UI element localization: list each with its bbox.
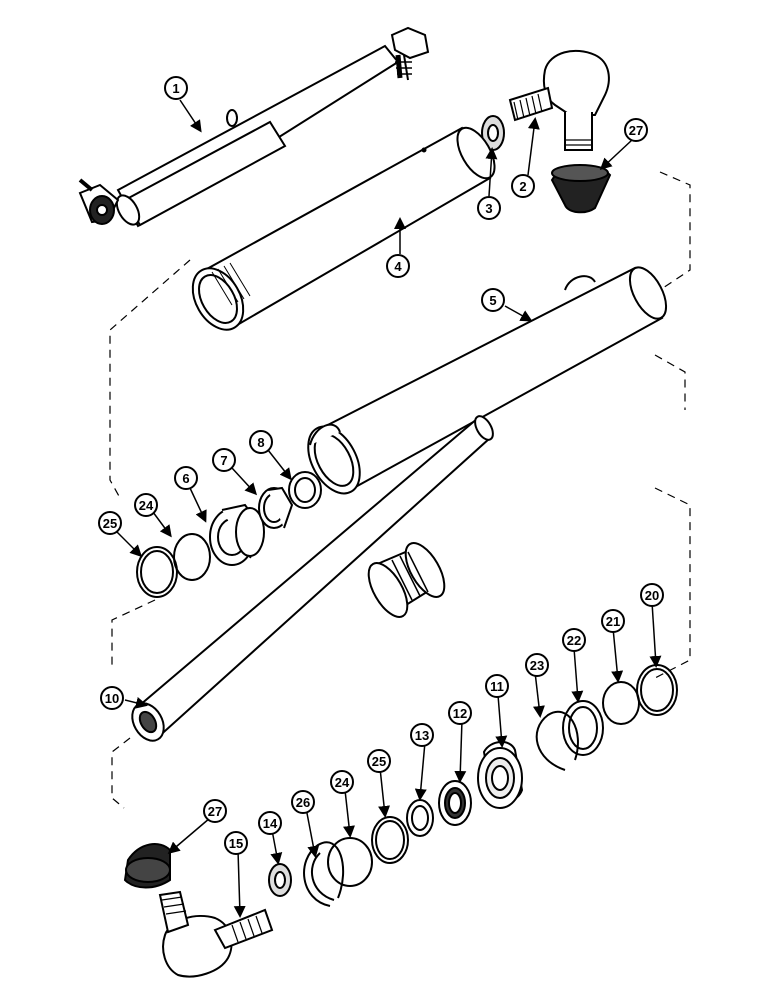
- callout-1: 1: [164, 76, 188, 100]
- part-6-gland: [209, 503, 265, 566]
- callout-8: 8: [249, 430, 273, 454]
- svg-text:5: 5: [489, 293, 496, 308]
- callout-27-lower: 27: [203, 799, 227, 823]
- svg-text:3: 3: [485, 201, 492, 216]
- assembly-outline-2: [111, 354, 686, 668]
- callout-20: 20: [640, 583, 664, 607]
- part-12-seal: [438, 780, 472, 826]
- svg-text:25: 25: [372, 754, 386, 769]
- svg-text:12: 12: [453, 706, 467, 721]
- assembly-outline-1: [109, 171, 691, 499]
- part-27-boot-upper: [550, 164, 612, 214]
- part-13-ring: [406, 799, 434, 837]
- part-15-rod-end: [158, 890, 274, 978]
- part-8-seal: [288, 471, 322, 509]
- svg-text:2: 2: [519, 179, 526, 194]
- callout-2: 2: [511, 174, 535, 198]
- part-27-boot-lower: [123, 843, 171, 889]
- svg-text:13: 13: [415, 728, 429, 743]
- callout-3: 3: [477, 196, 501, 220]
- part-24-backup-ring-upper: [173, 533, 211, 581]
- svg-text:4: 4: [394, 259, 402, 274]
- part-23-snap-ring: [535, 710, 579, 771]
- callout-21: 21: [601, 609, 625, 633]
- callout-27-upper: 27: [624, 118, 648, 142]
- callout-11: 11: [485, 674, 509, 698]
- svg-text:24: 24: [335, 775, 350, 790]
- svg-text:20: 20: [645, 588, 659, 603]
- part-11-piston: [477, 741, 524, 809]
- callout-12: 12: [448, 701, 472, 725]
- part-14-nut: [268, 863, 292, 897]
- callout-24-upper: 24: [134, 493, 158, 517]
- callout-10: 10: [100, 686, 124, 710]
- callout-22: 22: [562, 628, 586, 652]
- callout-23: 23: [525, 653, 549, 677]
- svg-text:23: 23: [530, 658, 544, 673]
- assembly-outline-3: [111, 487, 691, 809]
- part-5-cylinder-barrel: [307, 266, 668, 495]
- svg-text:7: 7: [220, 453, 227, 468]
- svg-text:27: 27: [629, 123, 643, 138]
- callout-26: 26: [291, 790, 315, 814]
- part-1-cylinder-assembly: [78, 26, 430, 228]
- part-22-ring: [562, 700, 604, 756]
- svg-text:25: 25: [103, 516, 117, 531]
- callout-4: 4: [386, 254, 410, 278]
- callout-14: 14: [258, 811, 282, 835]
- svg-text:21: 21: [606, 614, 620, 629]
- part-2-rod-end: [508, 49, 610, 151]
- callout-7: 7: [212, 448, 236, 472]
- svg-text:14: 14: [263, 816, 278, 831]
- svg-text:22: 22: [567, 633, 581, 648]
- callout-25-lower: 25: [367, 749, 391, 773]
- svg-text:27: 27: [208, 804, 222, 819]
- callout-13: 13: [410, 723, 434, 747]
- svg-text:1: 1: [172, 81, 179, 96]
- part-20-ring: [636, 664, 678, 716]
- part-21-backup-ring: [602, 681, 640, 725]
- callout-25-upper: 25: [98, 511, 122, 535]
- leader-lines: [114, 99, 662, 918]
- svg-text:10: 10: [105, 691, 119, 706]
- callout-15: 15: [224, 831, 248, 855]
- part-7-bushing: [258, 486, 294, 529]
- svg-text:6: 6: [182, 471, 189, 486]
- svg-text:15: 15: [229, 836, 243, 851]
- part-3-nut: [481, 115, 505, 151]
- part-25-ring-lower: [371, 816, 409, 864]
- callout-5: 5: [481, 288, 505, 312]
- part-25-ring-upper: [136, 546, 178, 598]
- part-10-piston-rod: [131, 415, 494, 742]
- svg-text:24: 24: [139, 498, 154, 513]
- callout-24-lower: 24: [330, 770, 354, 794]
- svg-text:11: 11: [490, 679, 504, 694]
- svg-text:8: 8: [257, 435, 264, 450]
- svg-text:26: 26: [296, 795, 310, 810]
- callout-6: 6: [174, 466, 198, 490]
